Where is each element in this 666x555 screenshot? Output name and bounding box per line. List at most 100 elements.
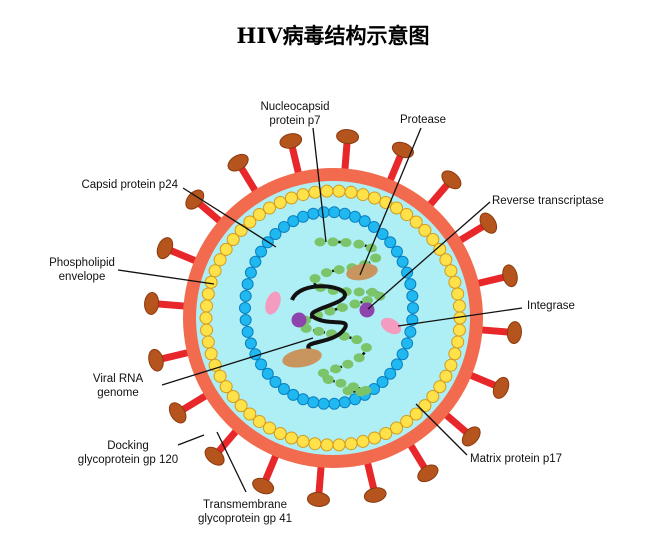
label-protease: Protease	[400, 114, 446, 126]
label-docking-line1: Docking	[107, 440, 149, 452]
matrix-bead	[263, 201, 276, 215]
matrix-bead	[433, 380, 447, 394]
matrix-bead	[208, 264, 222, 278]
label-nucleocapsid-line2: protein p7	[269, 115, 320, 127]
matrix-bead	[344, 437, 358, 451]
matrix-bead	[252, 208, 266, 222]
nucleocapsid-bead	[320, 268, 332, 278]
matrix-bead	[234, 399, 248, 413]
capsid-bead	[407, 302, 419, 314]
matrix-bead	[226, 390, 240, 404]
spike-head	[156, 237, 174, 260]
matrix-bead	[439, 253, 453, 267]
nucleocapsid-bead	[353, 353, 365, 363]
capsid-bead	[396, 348, 409, 361]
nucleocapsid-bead	[360, 343, 372, 353]
spike-head	[306, 491, 330, 507]
protease-enzyme	[346, 263, 378, 281]
capsid-bead	[317, 397, 330, 410]
capsid-bead	[244, 266, 257, 279]
nucleocapsid-bead	[342, 359, 354, 369]
viral-rna-strand	[290, 284, 348, 352]
nucleocapsid-bead	[324, 306, 336, 316]
label-phospholipid-line1: Phospholipid	[49, 257, 115, 269]
leader-lines	[117, 127, 523, 493]
integrase-enzyme	[265, 291, 281, 315]
matrix-bead	[252, 414, 266, 428]
nucleocapsid-bead	[336, 302, 348, 312]
capsid-bead	[287, 215, 300, 228]
matrix-bead	[433, 242, 447, 256]
matrix-bead	[201, 287, 215, 301]
matrix-bead	[284, 191, 298, 205]
spike-head	[279, 133, 303, 149]
capsid-bead	[328, 397, 341, 410]
matrix-bead	[308, 437, 322, 451]
nucleocapsid-bead	[335, 378, 347, 388]
spike-head	[461, 426, 481, 447]
matrix-bead	[199, 311, 213, 325]
matrix-bead	[426, 232, 440, 246]
matrix-bead	[452, 323, 466, 337]
label-reverse-transcriptase: Reverse transcriptase	[492, 195, 604, 207]
matrix-bead	[284, 431, 298, 445]
capsid-bead	[239, 314, 252, 327]
label-transmembrane-line2: glycoprotein gp 41	[198, 513, 292, 525]
nucleocapsid-beads	[300, 237, 386, 397]
nucleocapsid-bead	[353, 239, 365, 249]
matrix-bead	[400, 414, 414, 428]
label-phospholipid-line2: envelope	[59, 271, 106, 283]
label-viral-rna-line1: Viral RNA	[93, 373, 144, 385]
nucleocapsid-bead	[340, 238, 352, 248]
nucleocapsid-bead	[349, 299, 361, 309]
capsid-bead	[396, 255, 409, 268]
matrix-bead	[451, 287, 465, 301]
matrix-bead	[200, 323, 214, 337]
spike-head	[417, 464, 439, 483]
matrix-bead	[201, 335, 215, 349]
spike-head	[492, 376, 510, 399]
matrix-bead	[219, 242, 233, 256]
matrix-bead	[368, 191, 382, 205]
capsid-bead	[255, 245, 268, 258]
integrase-enzyme-2	[380, 317, 402, 335]
capsid-bead	[261, 367, 274, 380]
matrix-bead	[390, 421, 403, 435]
matrix-bead	[213, 253, 227, 267]
matrix-protein-layer	[199, 184, 467, 452]
matrix-bead	[296, 434, 310, 448]
capsid-bead	[277, 383, 290, 396]
nucleocapsid-bead	[355, 387, 367, 397]
matrix-bead	[204, 275, 218, 289]
matrix-bead	[356, 188, 370, 202]
spike-head	[479, 212, 498, 234]
matrix-bead	[263, 421, 276, 435]
matrix-bead	[409, 215, 423, 229]
matrix-bead	[204, 347, 218, 361]
nucleocapsid-bead	[370, 253, 382, 263]
label-viral-rna-line2: genome	[97, 387, 139, 399]
nucleocapsid-bead	[309, 274, 321, 284]
capsid-bead	[358, 215, 371, 228]
capsid-bead	[348, 210, 361, 223]
matrix-bead	[356, 434, 370, 448]
matrix-bead	[452, 299, 466, 313]
spike-head	[185, 189, 205, 210]
matrix-bead	[332, 438, 346, 452]
matrix-bead	[390, 201, 403, 215]
spike-head	[502, 264, 518, 288]
nucleocapsid-bead	[330, 364, 342, 374]
label-matrix: Matrix protein p17	[470, 453, 562, 465]
spike-head	[227, 153, 249, 172]
matrix-bead	[444, 358, 458, 372]
matrix-bead	[296, 188, 310, 202]
capsid-bead	[297, 393, 310, 406]
spike-head	[363, 487, 387, 503]
capsid-bead	[255, 358, 268, 371]
matrix-bead	[409, 407, 423, 421]
matrix-bead	[243, 215, 257, 229]
capsid-bead	[406, 314, 419, 327]
page-title: HIV病毒结构示意图	[236, 23, 430, 48]
label-capsid: Capsid protein p24	[81, 179, 178, 191]
